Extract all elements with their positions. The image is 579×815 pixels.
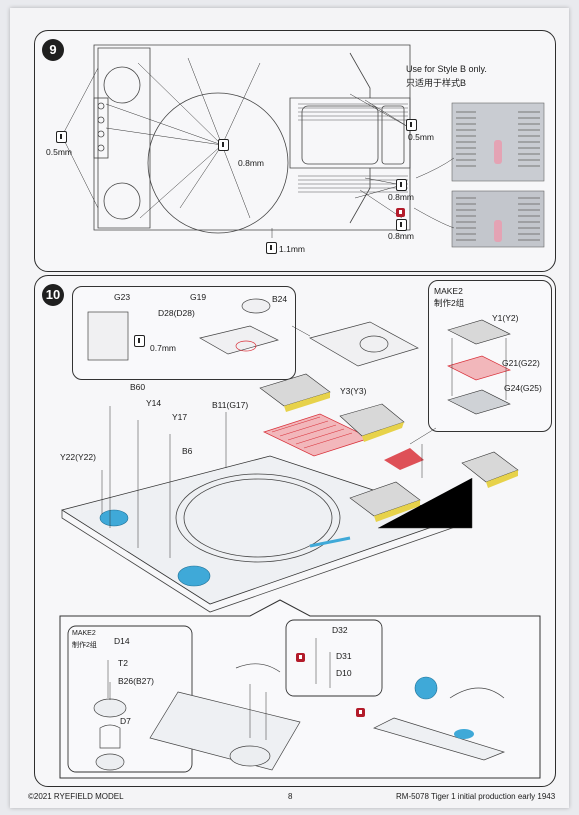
drill-icon xyxy=(56,131,67,143)
drill-size-label: 0.8mm xyxy=(388,192,414,202)
part-label: T2 xyxy=(118,658,128,668)
drill-size-label: 0.5mm xyxy=(408,132,434,142)
drill-icon xyxy=(396,179,407,191)
part-label: Y14 xyxy=(146,398,162,408)
part-label: B6 xyxy=(182,446,193,456)
style-b-note: Use for Style B only. xyxy=(406,64,487,74)
part-label: G24(G25) xyxy=(504,383,542,393)
style-b-note-cn: 只适用于样式B xyxy=(406,78,467,88)
copyright: ©2021 RYEFIELD MODEL xyxy=(28,792,124,801)
drill-icon xyxy=(266,242,277,254)
make2-title: MAKE2 xyxy=(72,630,96,637)
warning-icon xyxy=(296,653,305,662)
drill-icon xyxy=(396,219,407,231)
step-10-number: 10 xyxy=(42,284,64,306)
warning-icon xyxy=(396,208,405,217)
part-label: Y22(Y22) xyxy=(60,452,96,462)
instruction-page: 9 xyxy=(10,8,569,808)
part-label: Y17 xyxy=(172,412,188,422)
part-label: G23 xyxy=(114,292,131,302)
part-label: B11(G17) xyxy=(212,400,249,410)
step-9-number: 9 xyxy=(42,39,64,61)
part-label: Y1(Y2) xyxy=(492,313,519,323)
part-label: D32 xyxy=(332,625,348,635)
drill-size-label: 0.7mm xyxy=(150,343,176,353)
drill-size-label: 0.5mm xyxy=(46,147,72,157)
part-label: Y3(Y3) xyxy=(340,386,367,396)
drill-icon xyxy=(406,119,417,131)
part-label: D28(D28) xyxy=(158,308,195,318)
drill-size-label: 1.1mm xyxy=(279,244,305,254)
warning-icon xyxy=(356,708,365,717)
part-label: B26(B27) xyxy=(118,676,154,686)
make2-title-cn: 制作2组 xyxy=(434,298,465,308)
part-label: B24 xyxy=(272,294,288,304)
drill-size-label: 0.8mm xyxy=(388,231,414,241)
part-label: D31 xyxy=(336,651,352,661)
step-10-diagram xyxy=(59,298,541,779)
make2-title: MAKE2 xyxy=(434,286,463,296)
drill-icon xyxy=(134,335,145,347)
drill-icon xyxy=(218,139,229,151)
part-label: D10 xyxy=(336,668,352,678)
part-label: G19 xyxy=(190,292,207,302)
step-9-diagram xyxy=(61,44,545,248)
part-label: B60 xyxy=(130,382,146,392)
part-label: G21(G22) xyxy=(502,358,540,368)
part-label: D7 xyxy=(120,716,131,726)
page-number: 8 xyxy=(288,792,293,801)
make2-title-cn: 制作2组 xyxy=(72,642,97,649)
product-title: RM-5078 Tiger 1 initial production early… xyxy=(396,792,556,801)
drill-size-label: 0.8mm xyxy=(238,158,264,168)
part-label: D14 xyxy=(114,636,130,646)
